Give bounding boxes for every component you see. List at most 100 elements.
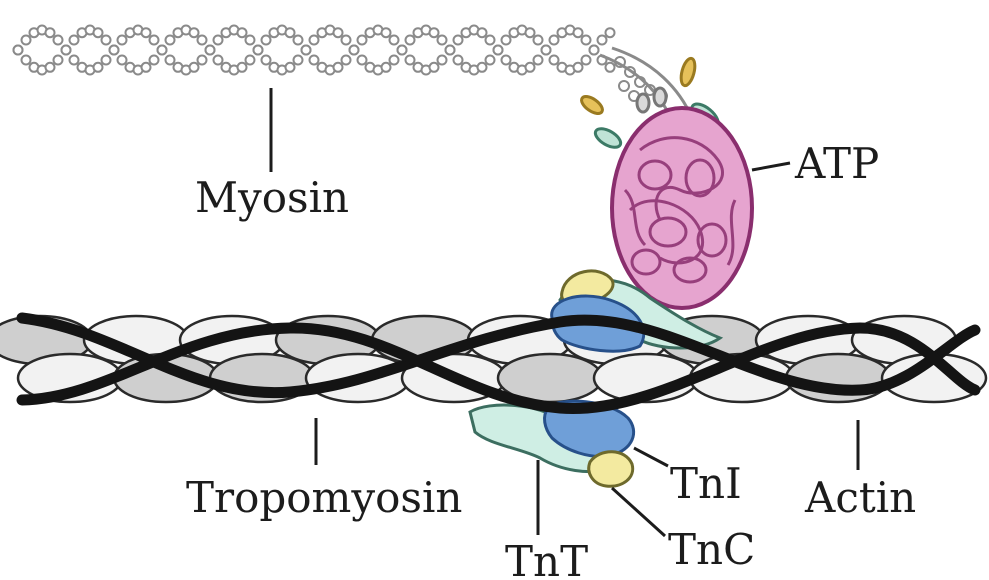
myosin-tail-bead bbox=[110, 46, 119, 55]
myosin-tail-bead bbox=[286, 28, 295, 37]
myosin-tail-bead bbox=[486, 36, 495, 45]
myosin-tail-bead bbox=[502, 56, 511, 65]
myosin-tail-bead bbox=[206, 46, 215, 55]
troponin-tnc-lower bbox=[589, 452, 633, 487]
myosin-tail-bead bbox=[438, 56, 447, 65]
myosin-tail-bead bbox=[310, 56, 319, 65]
myosin-tail-bead bbox=[334, 28, 343, 37]
myosin-tail-bead bbox=[142, 28, 151, 37]
myosin-tail-bead bbox=[342, 36, 351, 45]
myosin-tail-bead bbox=[398, 46, 407, 55]
myosin-tail bbox=[14, 26, 668, 102]
myosin-tail-bead bbox=[238, 28, 247, 37]
myosin-tail-bead bbox=[446, 46, 455, 55]
myosin-tail-bead bbox=[494, 46, 503, 55]
myosin-head bbox=[612, 108, 752, 308]
myosin-tail-bead bbox=[430, 63, 439, 72]
myosin-tail-bead bbox=[350, 46, 359, 55]
myosin-tail-bead bbox=[619, 81, 629, 91]
label-tnc: TnC bbox=[668, 525, 755, 574]
myosin-tail-bead bbox=[102, 56, 111, 65]
myosin-tail-bead bbox=[22, 56, 31, 65]
myosin-tail-bead bbox=[502, 36, 511, 45]
myosin-tail-bead bbox=[238, 63, 247, 72]
myosin-tail-bead bbox=[550, 36, 559, 45]
myosin-tail-bead bbox=[390, 36, 399, 45]
myosin-tail-bead bbox=[54, 56, 63, 65]
myosin-tail-bead bbox=[214, 56, 223, 65]
label-atp: ATP bbox=[794, 139, 879, 188]
atp-fragment bbox=[637, 94, 649, 112]
myosin-tail-bead bbox=[166, 36, 175, 45]
myosin-tail-bead bbox=[94, 63, 103, 72]
label-myosin: Myosin bbox=[195, 173, 349, 222]
myosin-tail-bead bbox=[382, 63, 391, 72]
myosin-tail-bead bbox=[598, 36, 607, 45]
myosin-tail-bead bbox=[94, 28, 103, 37]
myosin-tail-bead bbox=[286, 63, 295, 72]
myosin-tail-bead bbox=[294, 36, 303, 45]
myosin-tail-bead bbox=[358, 36, 367, 45]
myosin-tail-bead bbox=[254, 46, 263, 55]
myosin-tail-bead bbox=[70, 36, 79, 45]
myosin-tail-bead bbox=[166, 56, 175, 65]
myosin-tail-bead bbox=[342, 56, 351, 65]
myosin-tail-bead bbox=[406, 56, 415, 65]
myosin-tail-bead bbox=[606, 28, 615, 37]
myosin-tail-bead bbox=[294, 56, 303, 65]
myosin-tail-bead bbox=[574, 28, 583, 37]
myosin-tail-bead bbox=[214, 36, 223, 45]
myosin-tail-bead bbox=[526, 63, 535, 72]
myosin-tail-bead bbox=[190, 28, 199, 37]
label-tnt: TnT bbox=[505, 537, 588, 580]
myosin-tail-bead bbox=[310, 36, 319, 45]
myosin-tail-bead bbox=[382, 28, 391, 37]
myosin-tail-bead bbox=[454, 56, 463, 65]
leader-tni bbox=[634, 448, 668, 466]
myosin-tail-bead bbox=[62, 46, 71, 55]
myosin-tail-bead bbox=[390, 56, 399, 65]
myosin-tail-bead bbox=[142, 63, 151, 72]
myosin-tail-bead bbox=[478, 63, 487, 72]
myosin-tail-bead bbox=[70, 56, 79, 65]
myosin-tail-bead bbox=[198, 36, 207, 45]
label-tni: TnI bbox=[670, 459, 742, 508]
myosin-tail-bead bbox=[150, 56, 159, 65]
label-tropomyosin: Tropomyosin bbox=[186, 473, 462, 522]
leader-atp bbox=[752, 163, 790, 170]
myosin-tail-bead bbox=[246, 36, 255, 45]
myosin-tail-bead bbox=[118, 56, 127, 65]
myosin-tail-bead bbox=[454, 36, 463, 45]
myosin-tail-bead bbox=[486, 56, 495, 65]
myosin-tail-bead bbox=[118, 36, 127, 45]
myosin-tail-bead bbox=[262, 36, 271, 45]
myosin-tail-bead bbox=[534, 36, 543, 45]
myosin-tail-bead bbox=[478, 28, 487, 37]
myosin-tail-bead bbox=[526, 28, 535, 37]
myosin-tail-bead bbox=[246, 56, 255, 65]
myosin-tail-bead bbox=[334, 63, 343, 72]
myosin-tail-bead bbox=[198, 56, 207, 65]
myosin-tail-bead bbox=[54, 36, 63, 45]
myosin-tail-bead bbox=[582, 36, 591, 45]
label-actin: Actin bbox=[804, 473, 916, 522]
myosin-tail-bead bbox=[302, 46, 311, 55]
atp-fragment bbox=[592, 125, 623, 151]
myosin-tail-bead bbox=[158, 46, 167, 55]
myosin-tail-bead bbox=[550, 56, 559, 65]
leader-tnc bbox=[612, 488, 665, 536]
myosin-tail-bead bbox=[574, 63, 583, 72]
atp-fragment bbox=[679, 57, 698, 87]
myosin-tail-bead bbox=[14, 46, 23, 55]
myosin-tail-bead bbox=[102, 36, 111, 45]
atp-fragment bbox=[579, 93, 606, 117]
atp-fragment bbox=[654, 88, 666, 106]
myosin-tail-bead bbox=[590, 46, 599, 55]
myosin-tail-bead bbox=[438, 36, 447, 45]
myosin-tail-bead bbox=[582, 56, 591, 65]
myosin-tail-bead bbox=[262, 56, 271, 65]
myosin-tail-bead bbox=[46, 63, 55, 72]
myosin-tail-bead bbox=[150, 36, 159, 45]
myosin-tail-bead bbox=[22, 36, 31, 45]
